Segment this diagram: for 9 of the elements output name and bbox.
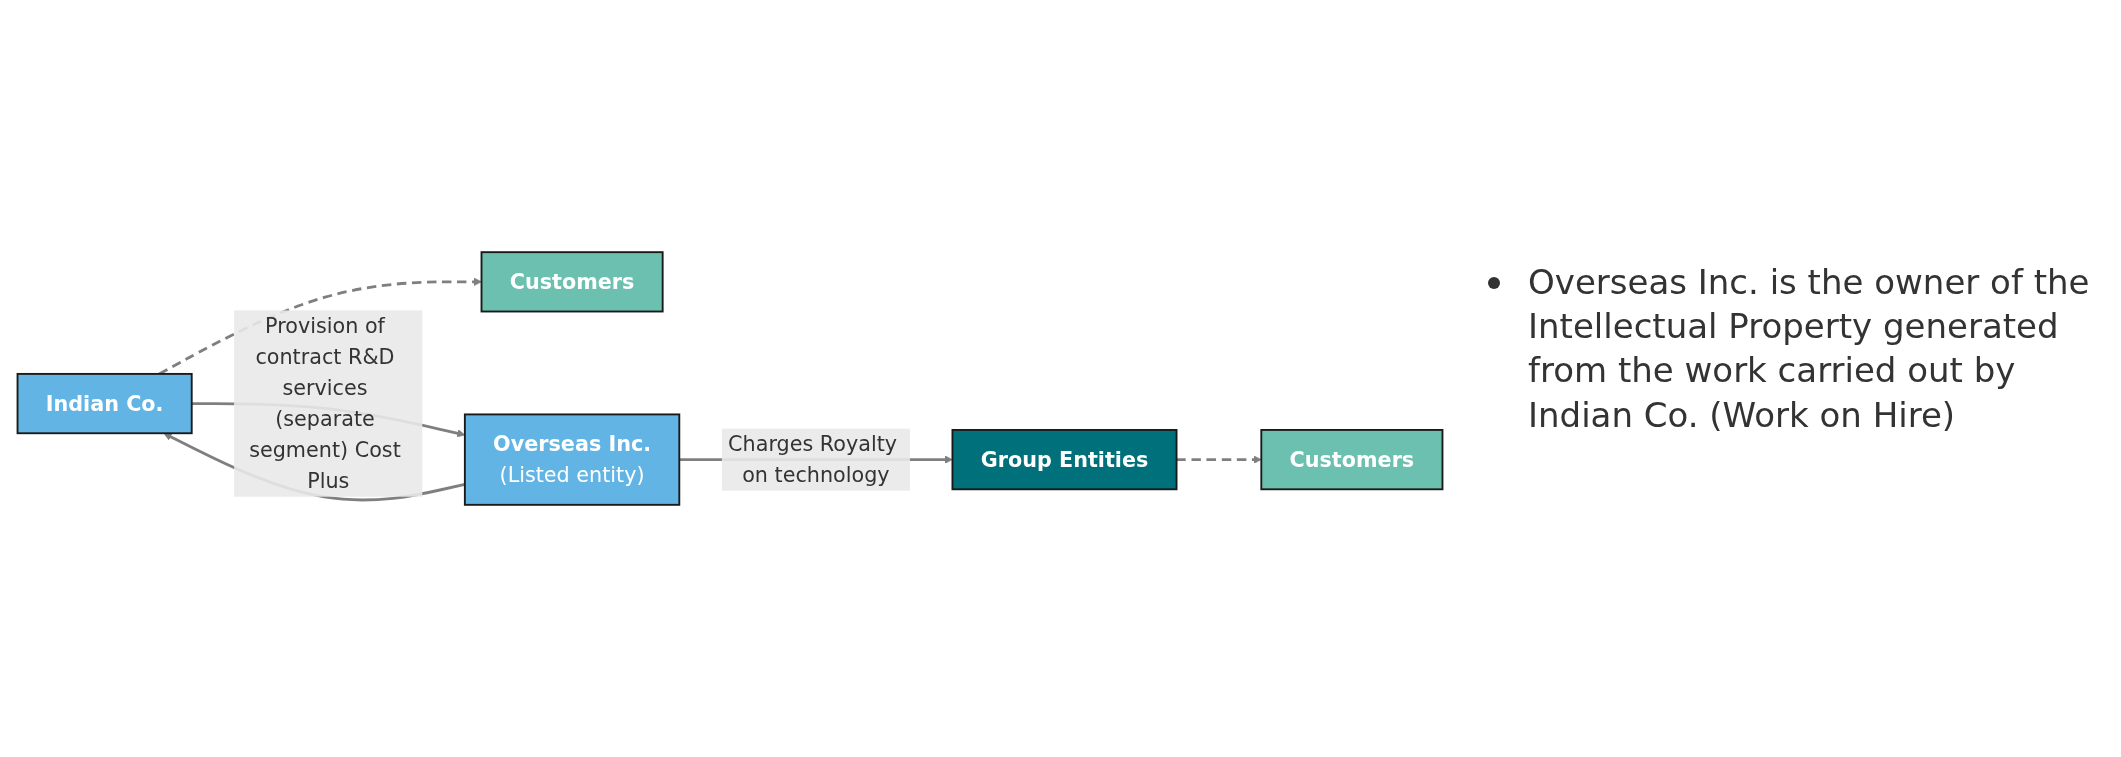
edge-label: Charges Royalty on technology xyxy=(728,432,898,487)
node-box: Group Entities xyxy=(951,429,1178,491)
node-box: Customers xyxy=(480,251,664,313)
node-box: Indian Co. xyxy=(16,372,193,435)
node-box: Customers xyxy=(1260,429,1444,491)
edge-label: Provision of contract R&D services (separate segment) Cost Plus xyxy=(249,314,401,494)
arrow xyxy=(1176,455,1262,464)
node-box: Overseas Inc. (Listed entity) xyxy=(463,413,681,506)
note-text: Overseas Inc. is the owner of the Intellectual Property generated from the work carried out by Indian Co. (Work on Hire) xyxy=(1528,261,2091,437)
